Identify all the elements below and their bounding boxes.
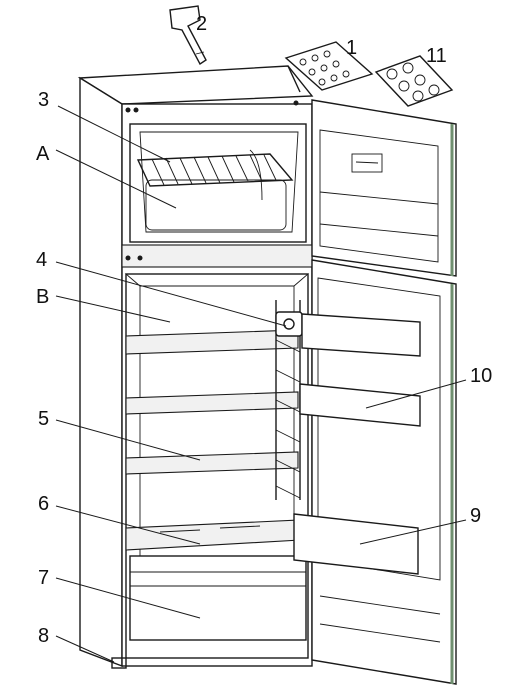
egg-holder	[374, 55, 454, 107]
door-balcony-top	[301, 313, 421, 357]
fridge-shelf-3	[125, 451, 299, 475]
leader-7	[55, 577, 201, 619]
leader-5	[55, 419, 201, 461]
callout-10: 10	[470, 365, 492, 387]
leader-8	[55, 635, 115, 663]
callout-7: 7	[38, 567, 49, 589]
adjustable-foot	[111, 657, 127, 669]
fridge-shelf-1	[125, 329, 299, 355]
leader-b	[55, 295, 171, 323]
callout-6: 6	[38, 493, 49, 515]
leader-4	[55, 261, 287, 327]
callout-5: 5	[38, 408, 49, 430]
ice-scraper	[169, 5, 207, 66]
leader-9	[359, 519, 467, 545]
door-balcony-bottom	[293, 513, 419, 575]
callout-a: A	[36, 143, 50, 165]
leader-a	[55, 149, 177, 209]
callout-1: 1	[346, 37, 357, 59]
fridge-shelf-2	[125, 391, 299, 415]
door-balconies	[293, 313, 421, 575]
callout-8: 8	[38, 625, 49, 647]
leader-3	[57, 105, 171, 163]
callout-3: 3	[38, 89, 49, 111]
callout-9: 9	[470, 505, 481, 527]
leader-10	[365, 379, 467, 409]
callout-11: 11	[426, 45, 447, 67]
freezer-door	[311, 99, 457, 277]
leader-lines	[55, 105, 467, 663]
callout-b: B	[36, 286, 49, 308]
callout-2: 2	[196, 13, 207, 35]
callout-4: 4	[36, 249, 47, 271]
ice-cube-tray	[284, 41, 374, 91]
fridge-shelves	[125, 329, 299, 475]
crisper-drawer	[129, 555, 307, 641]
door-balcony-middle	[299, 383, 421, 427]
freezer-wire-shelf	[136, 153, 294, 187]
callout-labels: 2 1 11 3 A 4 B 10 5 6 9 7 8	[36, 13, 492, 647]
leader-6	[55, 505, 201, 545]
